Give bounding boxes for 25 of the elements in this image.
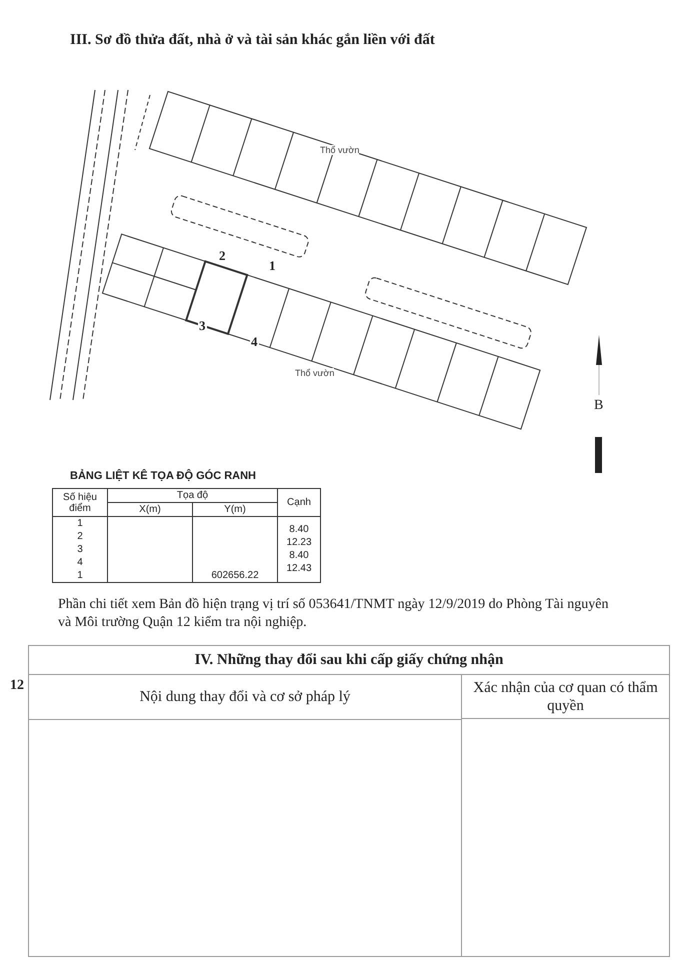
section-heading: III. Sơ đồ thửa đất, nhà ở và tài sản khác gắn liền với đất (70, 32, 435, 49)
table-header: X(m) (108, 502, 192, 516)
table-cell: 8.40 (289, 524, 309, 535)
compass-letter: B (594, 398, 604, 414)
table-cell: 2 (52, 530, 108, 543)
table-cell: 12.23 (286, 537, 312, 548)
table-header: Y(m) (192, 502, 278, 516)
land-use-label: Thổ vườn (320, 145, 360, 155)
table-title: BẢNG LIỆT KÊ TỌA ĐỘ GÓC RANH (70, 470, 256, 482)
land-use-label: Thổ vườn (295, 368, 334, 378)
table-header: Xác nhận của cơ quan có thẩm quyền (462, 675, 669, 719)
table-header: Cạnh (278, 488, 320, 516)
table-cell: 602656.22 (192, 569, 278, 582)
table-header: IV. Những thay đổi sau khi cấp giấy chứng nhận (29, 646, 669, 675)
table-cell: 1 (52, 516, 108, 530)
table-header: Nội dung thay đổi và cơ sở pháp lý (29, 675, 462, 720)
page-number: 12 (10, 678, 24, 694)
table-cell: 3 (52, 543, 108, 556)
table-cell: 4 (52, 556, 108, 569)
table-cell: 12.43 (286, 563, 312, 574)
table-header: Số hiệu điểm (52, 488, 108, 516)
table-cell: 8.40 (289, 550, 309, 561)
table-cell: 1 (52, 569, 108, 582)
table-header: Tọa độ (108, 488, 278, 502)
note-text: Phần chi tiết xem Bản đồ hiện trạng vị trí số 053641/TNMT ngày 12/9/2019 do Phòng Tài nguyên và Môi trường Quận 12 kiểm tra nội nghiệp. (58, 596, 610, 632)
